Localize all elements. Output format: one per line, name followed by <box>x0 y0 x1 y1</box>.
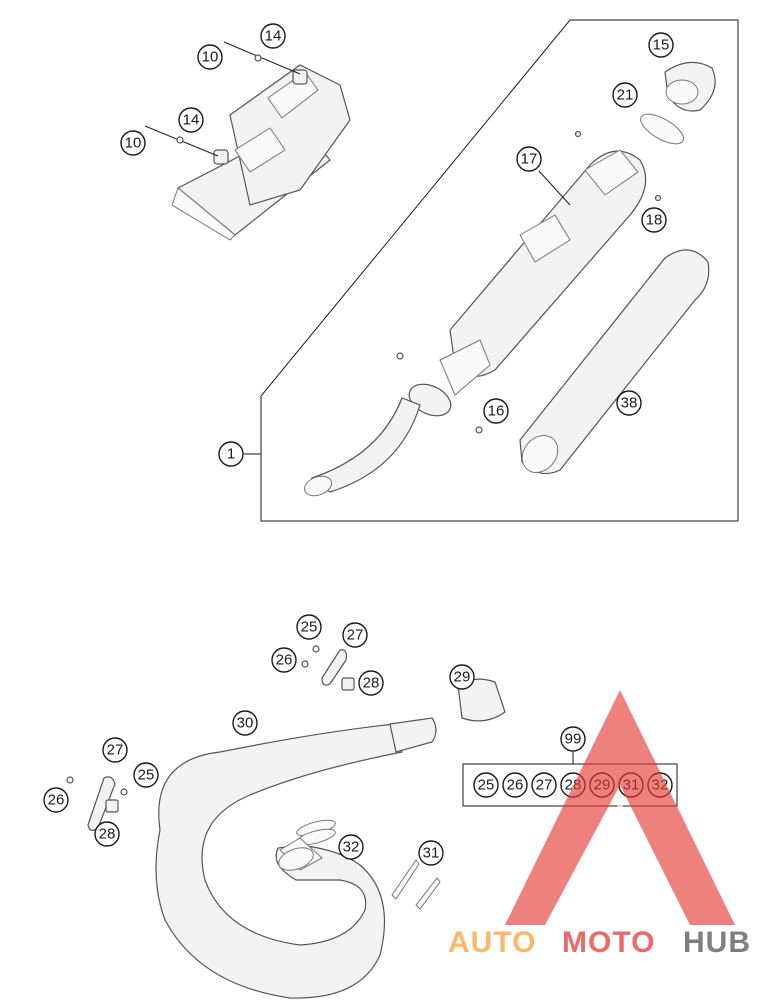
svg-text:15: 15 <box>653 37 670 54</box>
lower-hardware <box>66 645 506 910</box>
assembly-frame <box>260 19 739 522</box>
svg-text:26: 26 <box>276 652 293 669</box>
svg-text:28: 28 <box>363 675 380 692</box>
callout-10-upper: 10 <box>197 44 223 70</box>
svg-text:26: 26 <box>507 777 524 794</box>
callout-17: 17 <box>516 146 542 172</box>
svg-text:30: 30 <box>237 715 254 732</box>
callout-31: 31 <box>418 840 444 866</box>
callout-28-lower: 28 <box>94 821 120 847</box>
callout-27-lower: 27 <box>102 737 128 763</box>
callout-28-upper: 28 <box>358 670 384 696</box>
callout-16: 16 <box>483 398 509 424</box>
svg-text:10: 10 <box>125 135 142 152</box>
svg-text:32: 32 <box>343 839 360 856</box>
svg-text:10: 10 <box>202 49 219 66</box>
callout-25-upper: 25 <box>296 614 322 640</box>
svg-text:29: 29 <box>454 669 471 686</box>
svg-text:25: 25 <box>301 619 318 636</box>
silencer-assembly <box>244 61 716 497</box>
svg-text:38: 38 <box>621 395 638 412</box>
callout-26-lower: 26 <box>43 787 69 813</box>
svg-text:25: 25 <box>478 777 495 794</box>
svg-text:17: 17 <box>521 151 538 168</box>
svg-text:27: 27 <box>107 742 124 759</box>
callout-99: 99 <box>560 726 586 752</box>
svg-text:31: 31 <box>423 845 440 862</box>
svg-text:21: 21 <box>617 87 634 104</box>
logo-word-hub: HUB <box>683 926 751 959</box>
callout-15: 15 <box>648 32 674 58</box>
kit-item-27: 27 <box>531 772 557 798</box>
callout-32: 32 <box>338 834 364 860</box>
logo-word-auto: AUTO <box>448 926 536 959</box>
muffler-mount-detail <box>144 41 351 241</box>
svg-text:27: 27 <box>347 627 364 644</box>
callout-10-lower: 10 <box>120 130 146 156</box>
callout-21: 21 <box>612 82 638 108</box>
automotohub-logo: AUTO MOTO HUB <box>448 690 751 959</box>
svg-text:99: 99 <box>565 731 582 748</box>
callout-14-upper: 14 <box>260 23 286 49</box>
logo-word-moto: MOTO <box>562 926 655 959</box>
svg-text:26: 26 <box>48 792 65 809</box>
svg-text:28: 28 <box>99 826 116 843</box>
svg-text:18: 18 <box>646 212 663 229</box>
callout-25-lower: 25 <box>133 762 159 788</box>
callout-14-lower: 14 <box>178 107 204 133</box>
svg-text:16: 16 <box>488 403 505 420</box>
svg-text:1: 1 <box>227 446 235 463</box>
callout-18: 18 <box>641 207 667 233</box>
callout-29: 29 <box>449 664 475 690</box>
callout-30: 30 <box>232 710 258 736</box>
svg-text:27: 27 <box>536 777 553 794</box>
callout-27-upper: 27 <box>342 622 368 648</box>
callout-1: 1 <box>218 441 244 467</box>
callout-38: 38 <box>616 390 642 416</box>
svg-text:14: 14 <box>265 28 282 45</box>
kit-item-25: 25 <box>473 772 499 798</box>
logo-triangle-mark <box>505 690 735 925</box>
kit-item-26: 26 <box>502 772 528 798</box>
exhaust-pipe <box>155 717 437 999</box>
svg-text:25: 25 <box>138 767 155 784</box>
callout-26-upper: 26 <box>271 647 297 673</box>
svg-text:14: 14 <box>183 112 200 129</box>
